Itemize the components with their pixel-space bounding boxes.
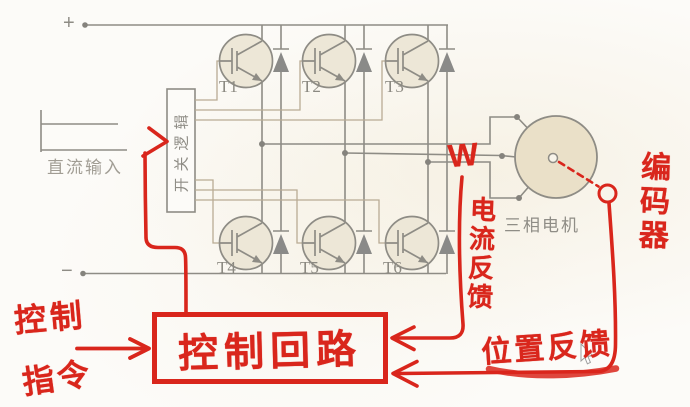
current-feedback-line [395,175,465,340]
switch-logic-label: 开关逻辑 [167,89,195,212]
encoder-shaft-dashed-line [557,160,600,188]
encoder-label: 编码器 [633,150,670,254]
dc-bus-wires [40,24,448,275]
minus-terminal-label: − [61,260,73,282]
control-to-switchlogic-line [143,151,188,315]
three-phase-motor-icon [514,115,598,199]
current-feedback-arrowhead-icon [390,325,416,352]
control-command-label-line1: 控制 [12,296,88,340]
current-feedback-label: 电流反馈 [462,195,498,313]
transistor-t1-icon [218,33,274,89]
encoder-circle-icon [597,183,618,204]
phase-w-annotation: W [446,135,480,175]
switchlogic-arrowhead-icon [141,126,169,158]
junction-dots [80,22,522,277]
diode-icon [273,52,289,72]
mouse-cursor-icon [580,342,595,365]
phase-v-wire [344,152,517,158]
dc-input-label: 直流输入 [47,158,123,177]
igbt-transistors [218,33,440,271]
plus-terminal-label: + [63,12,75,34]
diode-icon [356,52,372,72]
diode-icon [439,234,455,254]
control-circuit-box: 控制回路 [152,312,388,384]
diode-icon [273,234,289,254]
three-phase-motor-label: 三相电机 [504,216,580,235]
transistor-t4-icon [218,215,274,271]
transistor-t3-icon [384,33,440,89]
switch-logic-box [166,88,196,213]
freewheel-diodes [273,52,455,254]
dc-input-terminals [40,110,127,152]
phase-output-wires [262,116,530,199]
phase-w-wire [428,161,530,199]
transistor-label-t3: T3 [385,77,404,96]
position-feedback-arrowhead-icon [391,359,419,388]
transistor-label-t5: T5 [300,258,319,277]
transistor-label-t4: T4 [217,258,236,277]
switch-logic-label-text: 开关逻辑 [173,108,191,193]
transistor-label-t1: T1 [219,77,238,96]
phase-u-wire [262,116,529,145]
transistor-label-t2: T2 [302,77,321,96]
diode-icon [356,234,372,254]
transistor-t2-icon [301,33,357,89]
gate-drive-wires [195,60,385,244]
transistor-t6-icon [384,215,440,271]
control-command-arrowhead-icon [128,337,151,360]
control-command-label-line2: 指令 [20,355,95,401]
diode-cathode-bars [273,48,455,232]
position-feedback-label: 位置反馈 [480,327,615,370]
position-feedback-overdraw-stroke [485,365,620,379]
diode-icon [439,52,455,72]
motor-shaft-icon [547,152,559,164]
transistor-label-t6: T6 [383,258,402,277]
control-circuit-box-label: 控制回路 [177,327,363,377]
diode-column-wires [280,25,448,274]
red-annotation-strokes [75,126,620,388]
transistor-t5-icon [301,215,357,271]
